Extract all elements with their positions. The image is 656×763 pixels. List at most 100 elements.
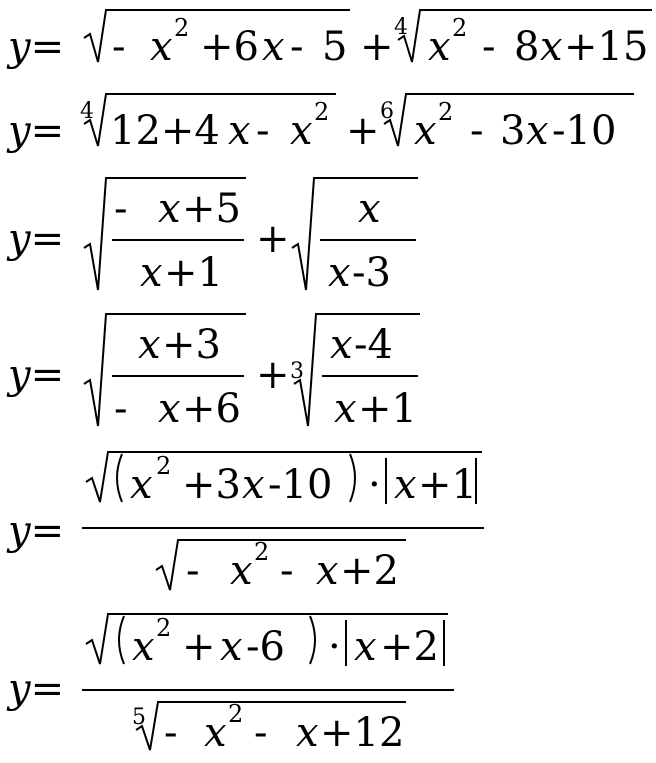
radical-sign [135, 701, 406, 751]
root-index: 3 [290, 359, 304, 384]
term: -3 [352, 250, 391, 296]
var-x: x [334, 386, 357, 432]
var-x: x [204, 710, 227, 756]
term: +1 [358, 386, 417, 432]
constant: 5 [322, 24, 347, 70]
term: 12+4 [110, 108, 220, 154]
minus: - [112, 24, 126, 70]
var-x: x [296, 710, 319, 756]
equation-6: y= x 2 + x -6 · x +2 5 - x 2 - x +12 [6, 613, 454, 756]
var-x: x [330, 322, 353, 368]
var-x: x [414, 108, 437, 154]
radical-sign [397, 9, 652, 63]
radical-sign [293, 313, 420, 427]
radical-sign [291, 177, 418, 291]
var-x: x [158, 186, 181, 232]
var-x: x [228, 108, 251, 154]
left-paren [118, 615, 125, 665]
var-x: x [220, 624, 243, 670]
root-index: 4 [394, 15, 408, 40]
minus: - [114, 186, 128, 232]
var-x: x [354, 624, 377, 670]
radical-sign [83, 93, 336, 147]
var-x: x [526, 108, 549, 154]
var-x: x [358, 186, 381, 232]
var-x: x [230, 548, 253, 594]
plus-sign: + [256, 352, 290, 398]
minus: - [470, 108, 484, 154]
var-x: x [394, 462, 417, 508]
radical-sign [83, 177, 246, 291]
term: -6 [246, 624, 285, 670]
root-index: 6 [380, 99, 394, 124]
var-x: x [140, 250, 163, 296]
right-paren [349, 453, 356, 503]
radical-sign [85, 451, 482, 503]
lhs-y: y= [6, 108, 64, 154]
var-x: x [242, 462, 265, 508]
exponent: 2 [156, 452, 171, 480]
equation-4: y= x +3 - x +6 + 3 x -4 x +1 [6, 313, 420, 432]
multiply-dot: · [328, 624, 341, 670]
radical-sign [383, 93, 634, 147]
coefficient: 8 [514, 24, 539, 70]
term: +6 [200, 24, 259, 70]
term: +1 [164, 250, 223, 296]
right-paren [309, 615, 316, 665]
var-x: x [290, 108, 313, 154]
exponent: 2 [228, 700, 243, 728]
exponent: 2 [438, 98, 453, 126]
exponent: 2 [452, 14, 467, 42]
term: +12 [320, 710, 404, 756]
radical-sign [83, 313, 246, 427]
var-x: x [428, 24, 451, 70]
radical-sign [155, 539, 406, 591]
term: +2 [380, 624, 439, 670]
minus: - [280, 548, 294, 594]
term: +6 [182, 386, 241, 432]
minus: - [186, 548, 200, 594]
lhs-y: y= [6, 24, 64, 70]
minus: - [482, 24, 496, 70]
plus-sign: + [256, 216, 290, 262]
minus: - [254, 710, 268, 756]
equation-3: y= - x +5 x +1 + x x -3 [6, 177, 418, 296]
multiply-dot: · [368, 462, 381, 508]
coefficient: 3 [500, 108, 525, 154]
term: -10 [268, 462, 332, 508]
var-x: x [130, 462, 153, 508]
exponent: 2 [156, 614, 171, 642]
constant: -10 [552, 108, 616, 154]
lhs-y: y= [6, 216, 64, 262]
term: -4 [354, 322, 393, 368]
term: +3 [182, 462, 241, 508]
radical-sign [83, 9, 350, 63]
var-x: x [138, 322, 161, 368]
var-x: x [132, 624, 155, 670]
lhs-y: y= [6, 352, 64, 398]
var-x: x [150, 24, 173, 70]
plus-sign: + [360, 24, 394, 70]
lhs-y: y= [6, 508, 64, 554]
exponent: 2 [254, 538, 269, 566]
var-x: x [540, 24, 563, 70]
exponent: 2 [314, 98, 329, 126]
root-index: 5 [132, 705, 146, 730]
lhs-y: y= [6, 666, 64, 712]
equation-5: y= x 2 +3 x -10 · x +1 - x 2 - x +2 [6, 451, 484, 594]
left-paren [116, 453, 123, 503]
minus: - [256, 108, 270, 154]
term: +5 [182, 186, 241, 232]
var-x: x [158, 386, 181, 432]
plus-sign: + [182, 624, 216, 670]
equation-2: y= 4 12+4 x - x 2 + 6 x 2 - 3 x -10 [6, 93, 634, 154]
term: +3 [162, 322, 221, 368]
equation-1: y= - x 2 +6 x - 5 + 4 x 2 - 8 x +15 [6, 9, 652, 70]
var-x: x [316, 548, 339, 594]
root-index: 4 [80, 99, 94, 124]
term: +2 [340, 548, 399, 594]
minus: - [164, 710, 178, 756]
constant: +15 [564, 24, 648, 70]
term: +1 [418, 462, 477, 508]
